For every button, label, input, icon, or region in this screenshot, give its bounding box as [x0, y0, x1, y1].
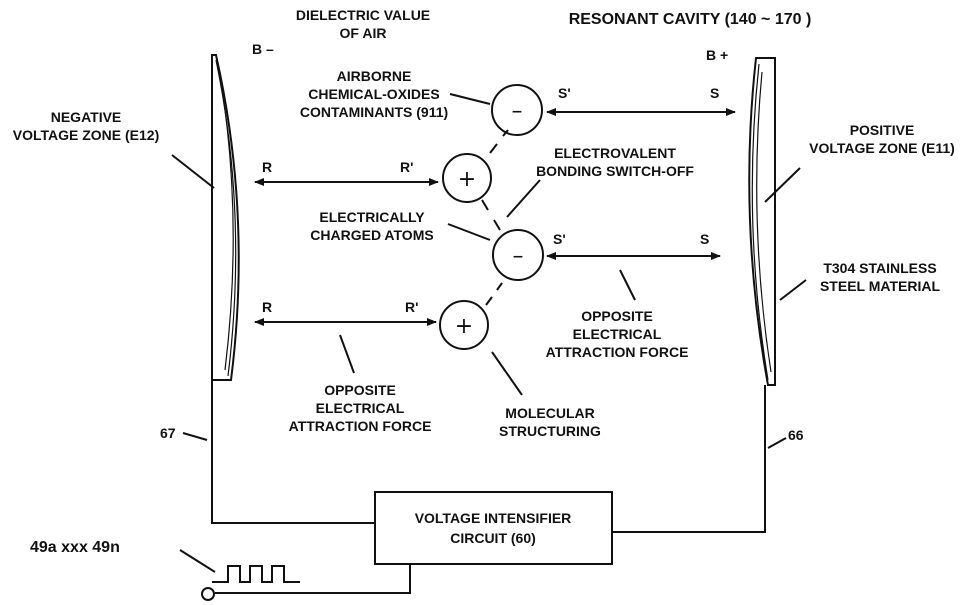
positive-plate — [748, 57, 776, 386]
charged-atoms-label-line1: ELECTRICALLY — [319, 209, 425, 225]
right-force-label-line3: ATTRACTION FORCE — [546, 344, 689, 360]
arrow-s-prime-lower: S' — [553, 231, 566, 247]
input-terminal — [201, 587, 215, 601]
dielectric-title-line2: OF AIR — [340, 25, 387, 41]
pulse-train — [212, 565, 300, 583]
resonant-cavity-title: RESONANT CAVITY (140 ~ 170 ) — [569, 11, 812, 28]
positive-zone-label-line2: VOLTAGE ZONE (E11) — [809, 140, 955, 156]
material-leader — [779, 279, 807, 301]
material-label-line2: STEEL MATERIAL — [820, 278, 940, 294]
negative-plate — [211, 54, 240, 381]
svg-text:–: – — [512, 99, 523, 124]
svg-text:+: + — [455, 314, 473, 339]
arrow-r-lower: R — [262, 299, 272, 315]
negative-zone-label-line2: VOLTAGE ZONE (E12) — [13, 127, 160, 143]
positive-particle-upper: + — [442, 153, 492, 203]
bonding-label-line1: ELECTROVALENT — [554, 145, 676, 161]
dielectric-title-line1: DIELECTRIC VALUE — [296, 7, 430, 23]
contaminants-label-line3: CONTAMINANTS (911) — [300, 104, 448, 120]
positive-particle-lower: + — [439, 300, 489, 350]
wire-ref-67: 67 — [160, 425, 176, 441]
charged-atoms-label-line2: CHARGED ATOMS — [310, 227, 433, 243]
molecular-label-line1: MOLECULAR — [505, 405, 594, 421]
material-label-line1: T304 STAINLESS — [823, 260, 936, 276]
positive-zone-label-line1: POSITIVE — [850, 122, 915, 138]
pulse-leader — [179, 549, 216, 573]
arrow-s-upper: S — [710, 85, 719, 101]
arrow-s-lower: S — [700, 231, 709, 247]
left-force-label-line1: OPPOSITE — [324, 382, 396, 398]
arrow-r-prime-lower: R' — [405, 299, 418, 315]
wire-ref-66: 66 — [788, 427, 804, 443]
negative-particle-top: – — [491, 84, 543, 136]
right-force-leader — [619, 269, 636, 301]
negative-zone-leader — [171, 154, 215, 189]
left-force-leader — [339, 334, 355, 374]
circuit-wiring — [211, 380, 766, 594]
pulse-label: 49a xxx 49n — [30, 539, 120, 556]
negative-particle-lower: – — [492, 229, 544, 281]
molecular-leader — [491, 351, 523, 396]
bonding-label-line2: BONDING SWITCH-OFF — [536, 163, 694, 179]
left-force-label-line2: ELECTRICAL — [316, 400, 405, 416]
right-force-label-line1: OPPOSITE — [581, 308, 653, 324]
arrow-r-upper: R — [262, 159, 272, 175]
right-terminal-label: B + — [706, 47, 728, 63]
contaminants-label-line2: CHEMICAL-OXIDES — [308, 86, 439, 102]
svg-text:–: – — [513, 244, 524, 269]
wire-ref-66-leader — [767, 437, 787, 449]
wire-ref-67-leader — [182, 432, 208, 441]
bonding-leader — [506, 179, 541, 218]
contaminants-label-line1: AIRBORNE — [337, 68, 412, 84]
charged-atoms-leader — [447, 223, 491, 241]
molecular-label-line2: STRUCTURING — [499, 423, 601, 439]
bond-lines — [481, 129, 509, 306]
left-terminal-label: B – — [252, 41, 274, 57]
contaminants-leader — [449, 93, 491, 105]
intensifier-label-line2: CIRCUIT (60) — [450, 530, 536, 546]
positive-zone-leader — [764, 167, 801, 203]
arrow-r-prime-upper: R' — [400, 159, 413, 175]
arrow-s-prime-upper: S' — [558, 85, 571, 101]
negative-zone-label-line1: NEGATIVE — [51, 109, 122, 125]
left-force-label-line3: ATTRACTION FORCE — [289, 418, 432, 434]
intensifier-label-line1: VOLTAGE INTENSIFIER — [415, 510, 572, 526]
right-force-label-line2: ELECTRICAL — [573, 326, 662, 342]
voltage-intensifier-box: VOLTAGE INTENSIFIER CIRCUIT (60) — [374, 491, 613, 565]
svg-text:+: + — [458, 167, 476, 192]
